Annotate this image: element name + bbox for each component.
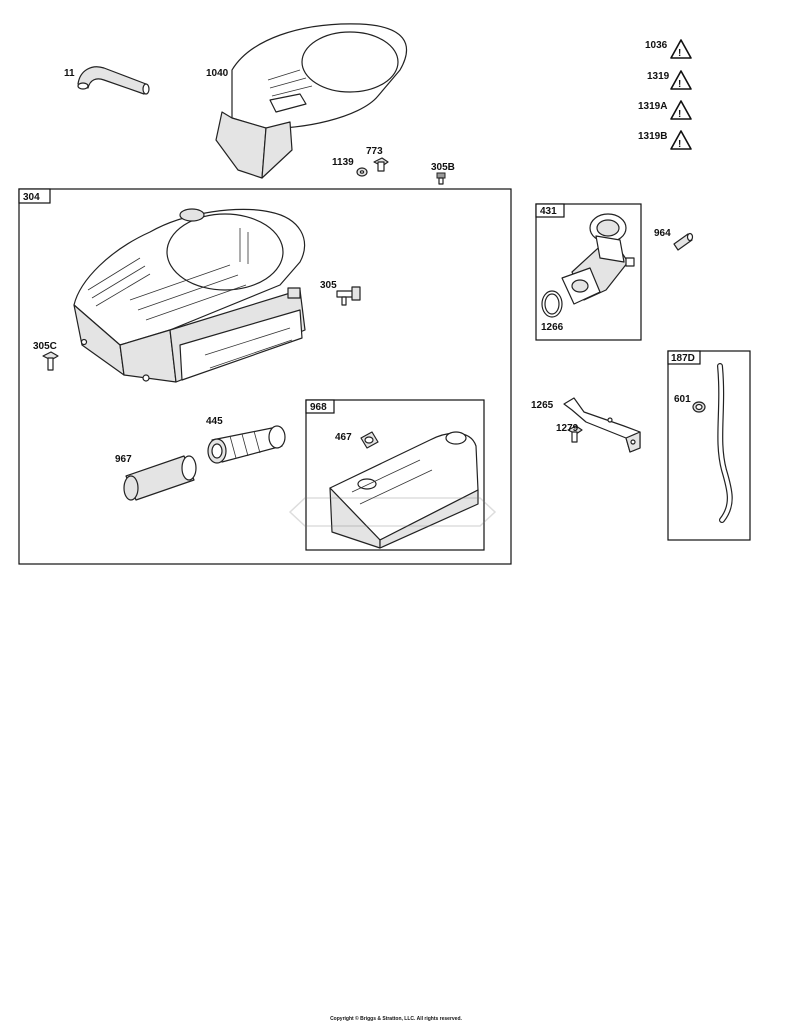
group-box-187D: 187D: [667, 350, 751, 541]
warning-triangle-icon: !: [670, 100, 692, 120]
part-431-elbow: [561, 213, 635, 305]
label-964: 964: [654, 228, 671, 239]
part-305C-bolt: [42, 351, 59, 371]
group-box-304: 304: [18, 188, 512, 565]
box-label-968: 968: [310, 402, 327, 413]
part-445-filter: [207, 425, 286, 464]
label-601: 601: [674, 394, 691, 405]
warning-triangle-icon: !: [670, 130, 692, 150]
part-773-screw: [373, 157, 389, 172]
label-1139: 1139: [332, 157, 354, 168]
warning-label-list: 1036 ! 1319 ! 1319A ! 1319B !: [638, 39, 692, 150]
part-1265-bracket: [563, 397, 641, 453]
part-1040-shroud-cover: [215, 23, 408, 179]
label-1266: 1266: [541, 322, 564, 333]
part-967-pre-cleaner: [123, 455, 197, 501]
label-967: 967: [115, 454, 132, 465]
part-1266-gasket: [541, 290, 563, 318]
brand-watermark: [288, 497, 497, 527]
group-box-431: 431: [535, 203, 642, 341]
part-187D-fuel-line: [717, 363, 733, 523]
warning-label-1319: 1319: [647, 71, 670, 82]
label-305B: 305B: [431, 162, 455, 173]
part-304-blower-housing: [73, 208, 306, 383]
part-11-tube: [77, 66, 150, 95]
warning-triangle-icon: !: [670, 39, 692, 59]
warning-triangle-icon: !: [670, 70, 692, 90]
svg-text:!: !: [678, 109, 681, 120]
label-445: 445: [206, 416, 223, 427]
warning-label-1036: 1036: [645, 40, 668, 51]
part-305-bolt: [336, 286, 361, 306]
part-968-air-cleaner-cover: [329, 431, 479, 549]
svg-text:!: !: [678, 48, 681, 59]
part-1279-screw: [567, 425, 583, 443]
group-box-968: 968: [305, 399, 485, 551]
box-label-304: 304: [23, 192, 40, 203]
svg-text:!: !: [678, 79, 681, 90]
label-773: 773: [366, 146, 383, 157]
copyright-notice: Copyright © Briggs & Stratton, LLC. All …: [330, 1016, 462, 1022]
part-305B-bolt: [436, 172, 446, 185]
label-305: 305: [320, 280, 337, 291]
warning-label-1319B: 1319B: [638, 131, 667, 142]
svg-text:!: !: [678, 139, 681, 150]
label-305C: 305C: [33, 341, 57, 352]
part-1139-washer: [356, 167, 368, 177]
label-1279: 1279: [556, 423, 579, 434]
label-467: 467: [335, 432, 352, 443]
label-1265: 1265: [531, 400, 554, 411]
label-11: 11: [64, 68, 75, 79]
part-467-knob: [360, 431, 379, 449]
box-label-431: 431: [540, 206, 557, 217]
part-964-pipe: [673, 232, 694, 251]
box-label-187D: 187D: [671, 353, 695, 364]
part-601-clamp: [692, 401, 706, 413]
label-1040: 1040: [206, 68, 229, 79]
warning-label-1319A: 1319A: [638, 101, 667, 112]
